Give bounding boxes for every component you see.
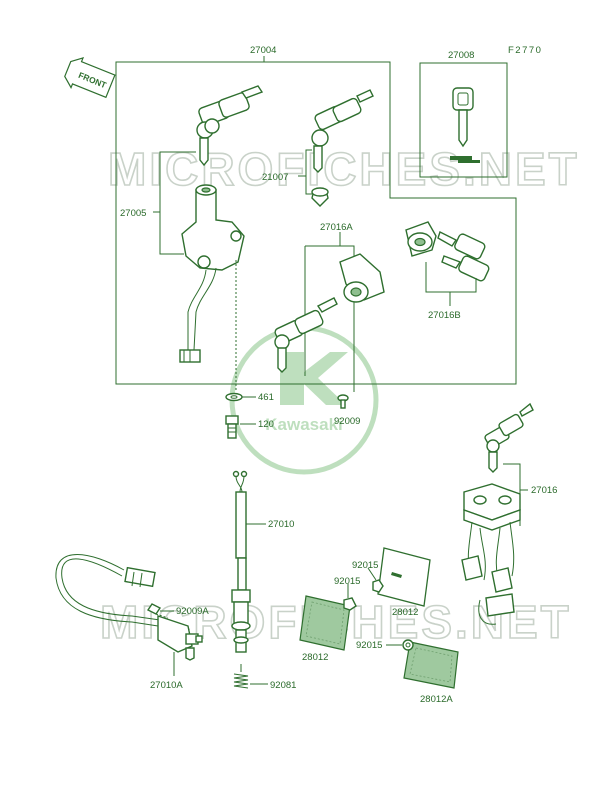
label-28012-right: 28012 xyxy=(392,607,418,618)
reflector-28012-left xyxy=(299,595,351,651)
seat-lock-27016A xyxy=(274,253,385,373)
label-27016A: 27016A xyxy=(320,222,353,233)
box-27008 xyxy=(419,62,508,178)
logo-text: Kawasaki xyxy=(265,415,343,434)
label-92009A: 92009A xyxy=(176,606,209,617)
figure-code: F2770 xyxy=(508,45,542,56)
switch-27010A xyxy=(55,554,203,661)
label-92015-a: 92015 xyxy=(352,560,378,571)
label-21007: 21007 xyxy=(262,172,288,183)
switch-27010 xyxy=(231,470,251,653)
screw-92009 xyxy=(337,394,349,409)
washer-461 xyxy=(225,392,243,402)
label-92081: 92081 xyxy=(270,680,296,691)
ignition-keys xyxy=(196,85,264,167)
nut-92015-c xyxy=(402,639,414,651)
label-92009: 92009 xyxy=(334,416,360,427)
label-461: 461 xyxy=(258,392,274,403)
leader-21007 xyxy=(298,149,312,195)
screw-92009A xyxy=(146,603,169,619)
reflector-28012A xyxy=(403,641,459,689)
helmet-lock-27016B xyxy=(405,221,490,282)
bracket-27016B xyxy=(425,262,477,306)
leader-27005 xyxy=(153,151,196,255)
reflector-28012-right xyxy=(377,547,431,607)
label-27008: 27008 xyxy=(448,50,474,61)
steering-lock-27016 xyxy=(461,402,534,625)
spring-92081 xyxy=(233,664,249,689)
label-92015-b: 92015 xyxy=(334,576,360,587)
label-92015-c: 92015 xyxy=(356,640,382,651)
leader-27016 xyxy=(503,463,528,526)
label-27004: 27004 xyxy=(250,45,276,56)
label-27016: 27016 xyxy=(531,485,557,496)
keys-21007 xyxy=(311,89,374,207)
label-28012A: 28012A xyxy=(420,694,453,705)
label-27016B: 27016B xyxy=(428,310,461,321)
leader-92015-a xyxy=(367,567,377,581)
front-arrow-icon: FRONT xyxy=(64,56,116,99)
label-27010: 27010 xyxy=(268,519,294,530)
label-27010A: 27010A xyxy=(150,680,183,691)
set-27004-boundary xyxy=(115,61,517,385)
key-blank-27008 xyxy=(450,87,480,163)
screw-120 xyxy=(225,415,239,439)
label-27005: 27005 xyxy=(120,208,146,219)
bracket-27016A xyxy=(304,245,355,376)
nut-92015-a xyxy=(372,579,384,593)
label-120: 120 xyxy=(258,419,274,430)
watermark-text-top: MICROFICHES.NET xyxy=(108,143,580,195)
label-28012-left: 28012 xyxy=(302,652,328,663)
ignition-switch-27005 xyxy=(179,184,245,363)
nut-92015-b xyxy=(343,597,357,611)
